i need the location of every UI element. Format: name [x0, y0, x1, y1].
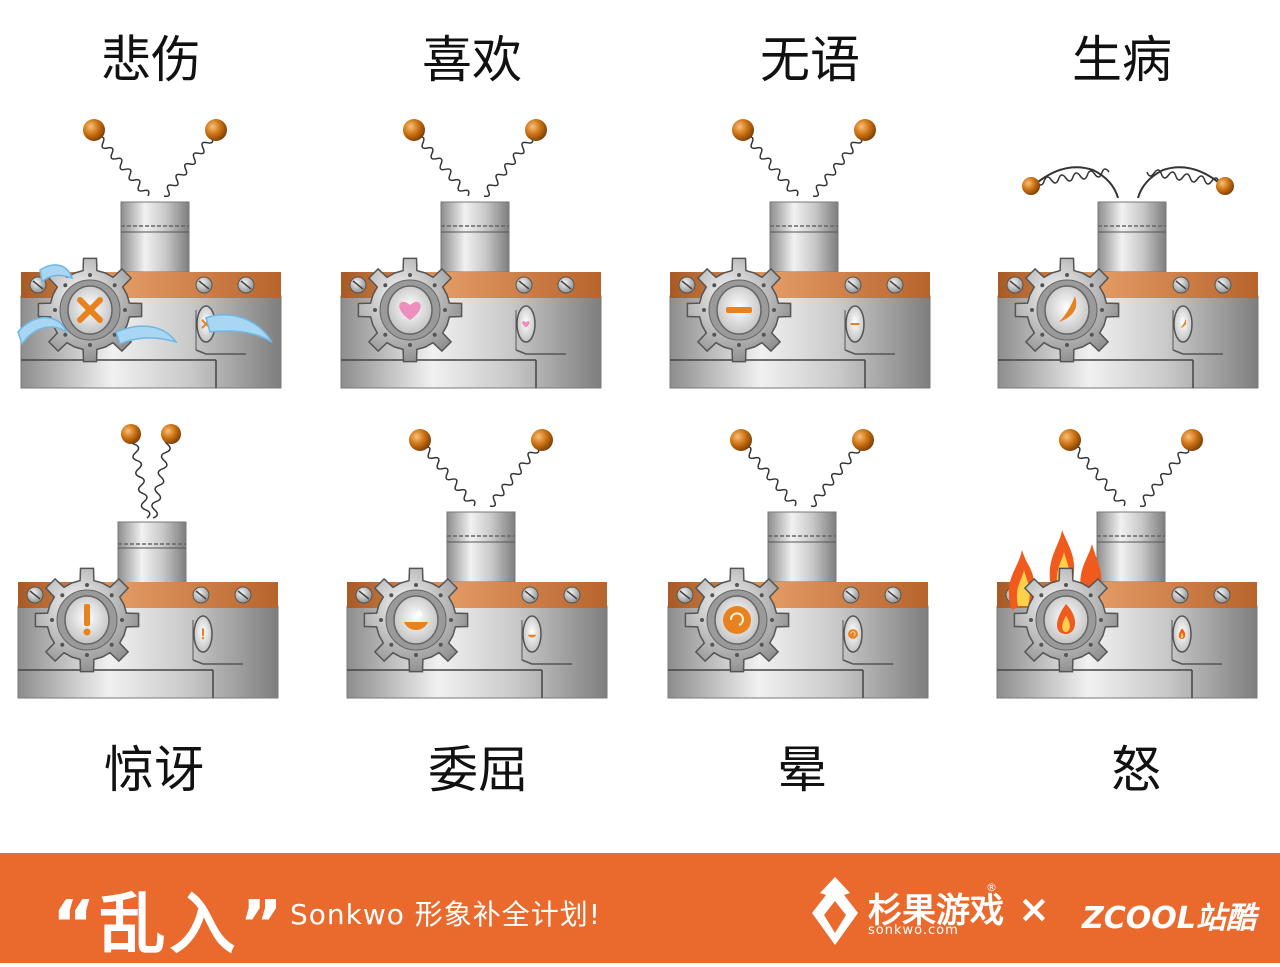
robot-sad [16, 110, 286, 400]
footer-banner: “乱入” Sonkwo 形象补全计划! 杉果游戏 ® sonkwo.com × … [0, 853, 1280, 963]
robot-dizzy [663, 420, 933, 710]
emotion-label-sad: 悲伤 [101, 31, 201, 89]
brand-name: 杉果游戏 [868, 891, 1004, 931]
brand-domain: sonkwo.com [868, 923, 959, 938]
emotion-label-surprised: 惊讶 [104, 741, 204, 799]
robot-speechless [665, 110, 935, 400]
campaign-title: “乱入” [52, 886, 287, 963]
sonkwo-logo-icon [812, 877, 858, 945]
emotion-label-aggrieved: 委屈 [428, 741, 528, 799]
robot-aggrieved [342, 420, 612, 710]
emotion-label-dizzy: 晕 [777, 741, 827, 799]
robot-angry [992, 420, 1262, 710]
robot-surprised [13, 420, 283, 710]
partner-logo: ZCOOL站酷 [1082, 901, 1256, 936]
separator-mark: × [1018, 887, 1050, 931]
emotion-label-like: 喜欢 [422, 31, 522, 89]
registered-mark: ® [986, 881, 997, 894]
campaign-subtitle: Sonkwo 形象补全计划! [290, 898, 602, 931]
emotion-label-speechless: 无语 [760, 31, 860, 89]
robot-like [336, 110, 606, 400]
robot-sick [993, 110, 1263, 400]
emotion-label-sick: 生病 [1072, 31, 1172, 89]
emotion-label-angry: 怒 [1111, 741, 1161, 799]
